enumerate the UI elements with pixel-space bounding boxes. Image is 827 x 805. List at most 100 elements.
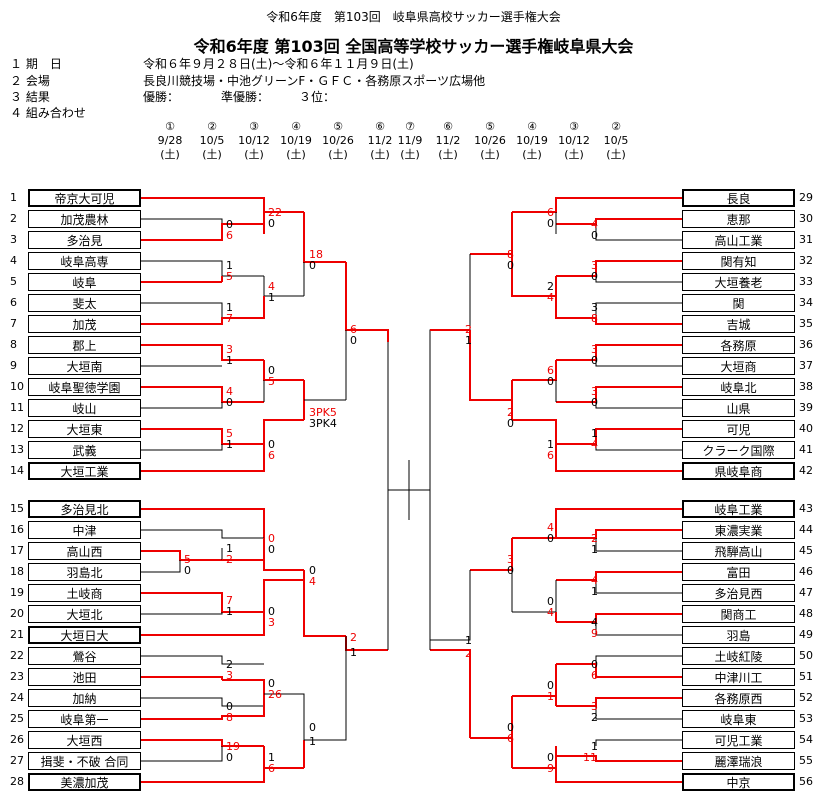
bracket-line — [141, 694, 265, 720]
team-number: 27 — [10, 754, 24, 767]
bracket-line — [141, 592, 264, 613]
team-number: 35 — [799, 317, 813, 330]
match-score: 0 — [547, 375, 554, 388]
schedule-day: (土) — [328, 148, 348, 161]
bracket-line — [141, 302, 223, 318]
match-score: 0 — [268, 364, 275, 377]
match-score: 0 — [547, 679, 554, 692]
team-number: 46 — [799, 565, 813, 578]
team-name-right: 岐阜北 — [682, 378, 795, 396]
match-score: 5 — [184, 553, 191, 566]
match-score: 0 — [309, 259, 316, 272]
bracket-line — [556, 755, 682, 762]
team-name-left: 多治見 — [28, 231, 141, 249]
match-score: 7 — [226, 594, 233, 607]
bracket-line — [595, 402, 682, 409]
bracket-line — [141, 612, 265, 636]
team-number: 38 — [799, 380, 813, 393]
match-score: 18 — [309, 248, 323, 261]
team-name-right: 高山工業 — [682, 231, 795, 249]
team-number: 37 — [799, 359, 813, 372]
bracket-line — [141, 444, 223, 451]
bracket-line — [222, 679, 265, 694]
schedule-round: ① — [165, 120, 175, 133]
bracket-line — [141, 550, 222, 561]
bracket-line — [141, 739, 264, 747]
match-score: 0 — [226, 218, 233, 231]
bracket-line — [556, 428, 682, 445]
team-name-right: 中京 — [682, 773, 795, 791]
match-score: 1 — [591, 543, 598, 556]
team-number: 31 — [799, 233, 813, 246]
team-name-right: 関商工 — [682, 605, 795, 623]
match-score: 2 — [226, 553, 233, 566]
team-name-left: 大垣工業 — [28, 462, 141, 480]
info-value-period: 令和６年９月２８日(土)～令和６年１１月９日(土) — [143, 57, 414, 71]
bracket-line — [595, 706, 682, 720]
schedule-round: ⑥ — [443, 120, 453, 133]
team-name-left: 多治見北 — [28, 500, 141, 518]
bracket-line — [141, 223, 264, 241]
match-score: 1 — [350, 646, 357, 659]
match-score: 1 — [268, 751, 275, 764]
match-score: 0 — [184, 564, 191, 577]
match-score: 4 — [547, 606, 554, 619]
match-score: 9 — [591, 627, 598, 640]
team-number: 43 — [799, 502, 813, 515]
schedule-date: 10/12 — [238, 134, 270, 147]
match-score: 0 — [507, 564, 514, 577]
match-score: 1 — [465, 334, 472, 347]
team-name-right: 大垣商 — [682, 357, 795, 375]
schedule-day: (土) — [606, 148, 626, 161]
bracket-line — [556, 613, 682, 623]
match-score: 0 — [268, 532, 275, 545]
bracket-line — [555, 276, 682, 325]
match-score: 0 — [226, 396, 233, 409]
bracket-line — [141, 697, 264, 707]
team-name-right: 麗澤瑞浪 — [682, 752, 795, 770]
match-score: 5 — [268, 375, 275, 388]
team-name-right: 土岐紅陵 — [682, 647, 795, 665]
team-number: 52 — [799, 691, 813, 704]
bracket-line — [512, 419, 557, 444]
match-score: 8 — [226, 711, 233, 724]
match-score: 0 — [268, 605, 275, 618]
bracket-line — [141, 676, 223, 680]
team-name-left: 池田 — [28, 668, 141, 686]
match-score: 6 — [226, 229, 233, 242]
team-number: 6 — [10, 296, 17, 309]
team-number: 36 — [799, 338, 813, 351]
match-score: 0 — [591, 354, 598, 367]
match-score: 3 — [507, 553, 514, 566]
schedule-round: ⑤ — [485, 120, 495, 133]
match-score: 2 — [591, 532, 598, 545]
match-score: 4 — [547, 291, 554, 304]
team-name-right: 岐阜東 — [682, 710, 795, 728]
team-name-right: 各務原西 — [682, 689, 795, 707]
match-score: 1 — [309, 735, 316, 748]
bracket-line — [304, 636, 347, 741]
team-number: 45 — [799, 544, 813, 557]
schedule-date: 10/19 — [280, 134, 312, 147]
bracket-line — [141, 344, 264, 361]
bracket-line — [141, 428, 264, 445]
team-number: 48 — [799, 607, 813, 620]
team-name-right: 可児 — [682, 420, 795, 438]
team-number: 11 — [10, 401, 24, 414]
match-score: 2 — [591, 711, 598, 724]
team-name-left: 土岐商 — [28, 584, 141, 602]
team-number: 50 — [799, 649, 813, 662]
match-score: 0 — [268, 677, 275, 690]
team-name-left: 岐阜高専 — [28, 252, 141, 270]
team-number: 10 — [10, 380, 24, 393]
match-score: 2 — [226, 658, 233, 671]
match-score: 0 — [547, 751, 554, 764]
schedule-day: (土) — [400, 148, 420, 161]
team-name-right: 各務原 — [682, 336, 795, 354]
main-title: 令和6年度 第103回 全国高等学校サッカー選手権岐阜県大会 — [193, 37, 634, 56]
team-number: 1 — [10, 191, 17, 204]
